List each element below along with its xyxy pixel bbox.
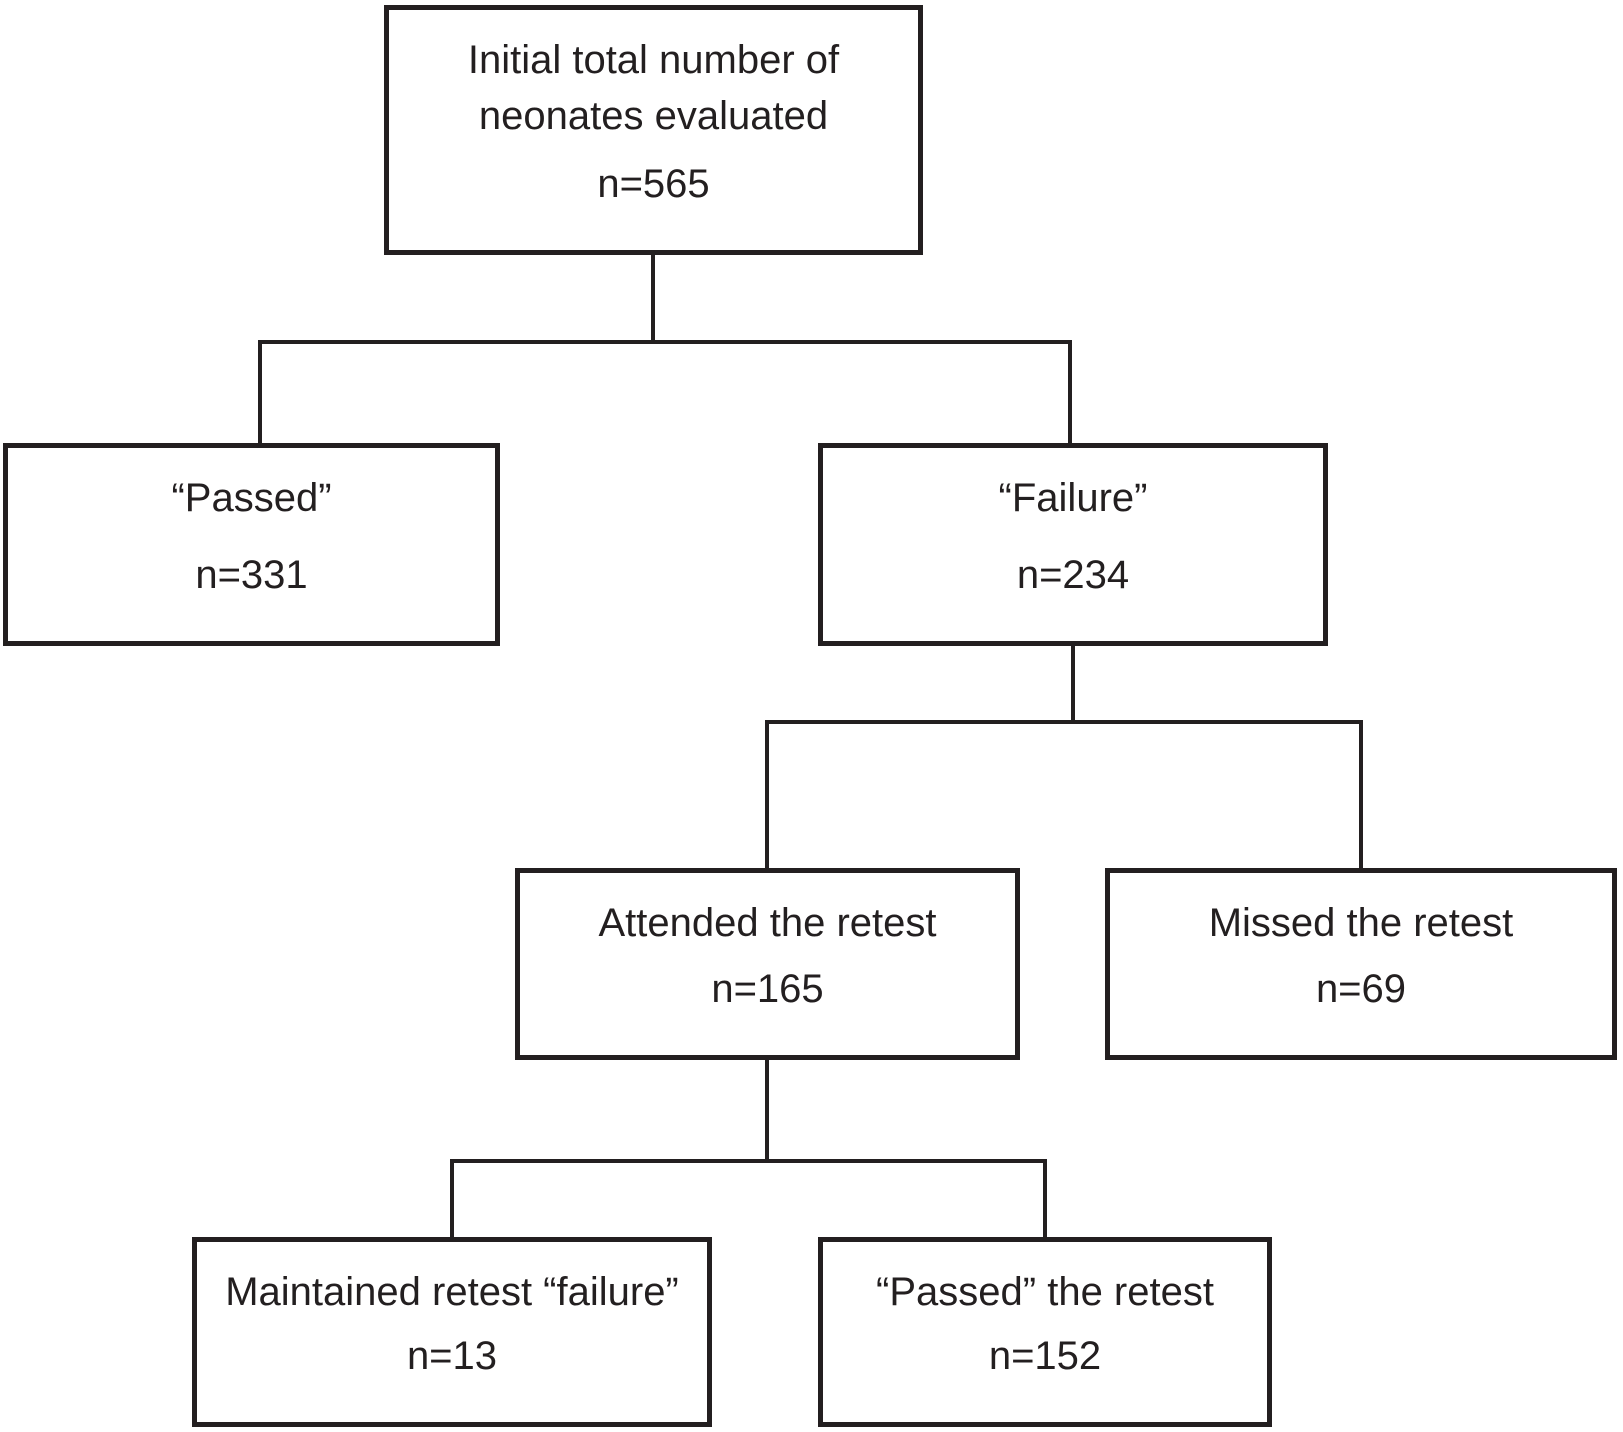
connector-to-attended (765, 720, 769, 870)
node-label: Missed the retest (1208, 901, 1514, 945)
connector-failure-stem (1071, 646, 1075, 724)
node-maintained-retest-failure: Maintained retest “failure” n=13 (192, 1237, 712, 1427)
node-missed-retest: Missed the retest n=69 (1105, 868, 1617, 1060)
node-count: n=565 (597, 162, 710, 206)
node-count: n=152 (988, 1334, 1102, 1378)
node-label: “Failure” (998, 476, 1148, 520)
connector-branch-level2 (258, 340, 1072, 344)
node-passed-the-retest: “Passed” the retest n=152 (818, 1237, 1272, 1427)
connector-branch-level4 (450, 1159, 1047, 1163)
connector-to-passed (258, 340, 262, 445)
node-label: “Passed” the retest (876, 1270, 1214, 1314)
connector-root-stem (651, 255, 655, 344)
node-initial-total: Initial total number of neonates evaluat… (384, 5, 923, 255)
node-count: n=69 (1315, 967, 1407, 1011)
node-count: n=234 (1016, 553, 1130, 597)
node-label: Initial total number of neonates evaluat… (467, 38, 840, 138)
node-passed: “Passed” n=331 (3, 443, 500, 646)
node-count: n=165 (711, 967, 824, 1011)
connector-to-maintained (450, 1159, 454, 1239)
node-count: n=331 (195, 553, 308, 597)
connector-to-missed (1359, 720, 1363, 870)
node-label: “Passed” (171, 476, 332, 520)
node-label: Maintained retest “failure” (225, 1270, 679, 1314)
node-failure: “Failure” n=234 (818, 443, 1328, 646)
connector-to-passed-retest (1043, 1159, 1047, 1239)
connector-attended-stem (765, 1060, 769, 1163)
node-attended-retest: Attended the retest n=165 (515, 868, 1020, 1060)
node-label: Attended the retest (598, 901, 937, 945)
connector-to-failure (1068, 340, 1072, 445)
connector-branch-level3 (765, 720, 1363, 724)
node-count: n=13 (406, 1334, 498, 1378)
